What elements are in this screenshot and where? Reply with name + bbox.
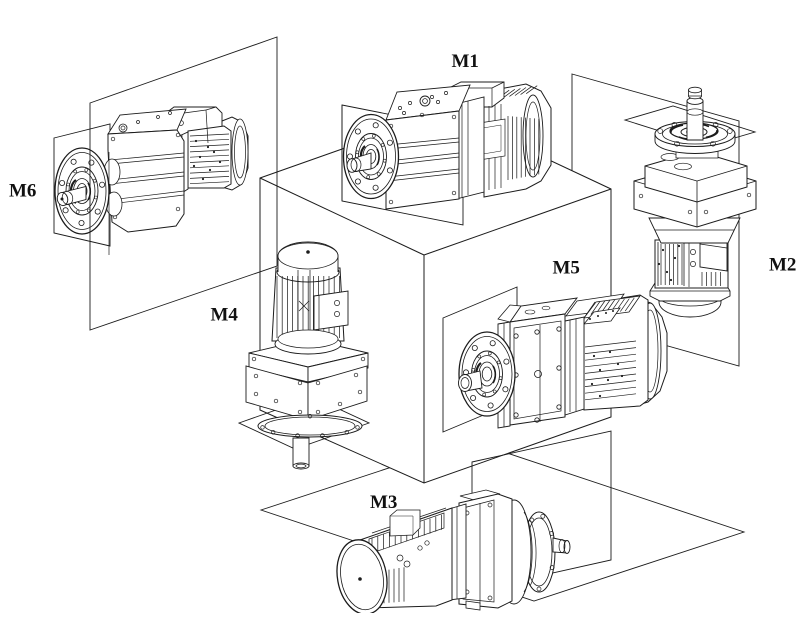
svg-text:M1: M1: [452, 51, 479, 72]
svg-text:M4: M4: [211, 305, 239, 326]
svg-text:M6: M6: [9, 181, 36, 202]
svg-text:M3: M3: [370, 492, 397, 513]
svg-text:M5: M5: [553, 258, 580, 279]
svg-text:M2: M2: [769, 255, 796, 276]
